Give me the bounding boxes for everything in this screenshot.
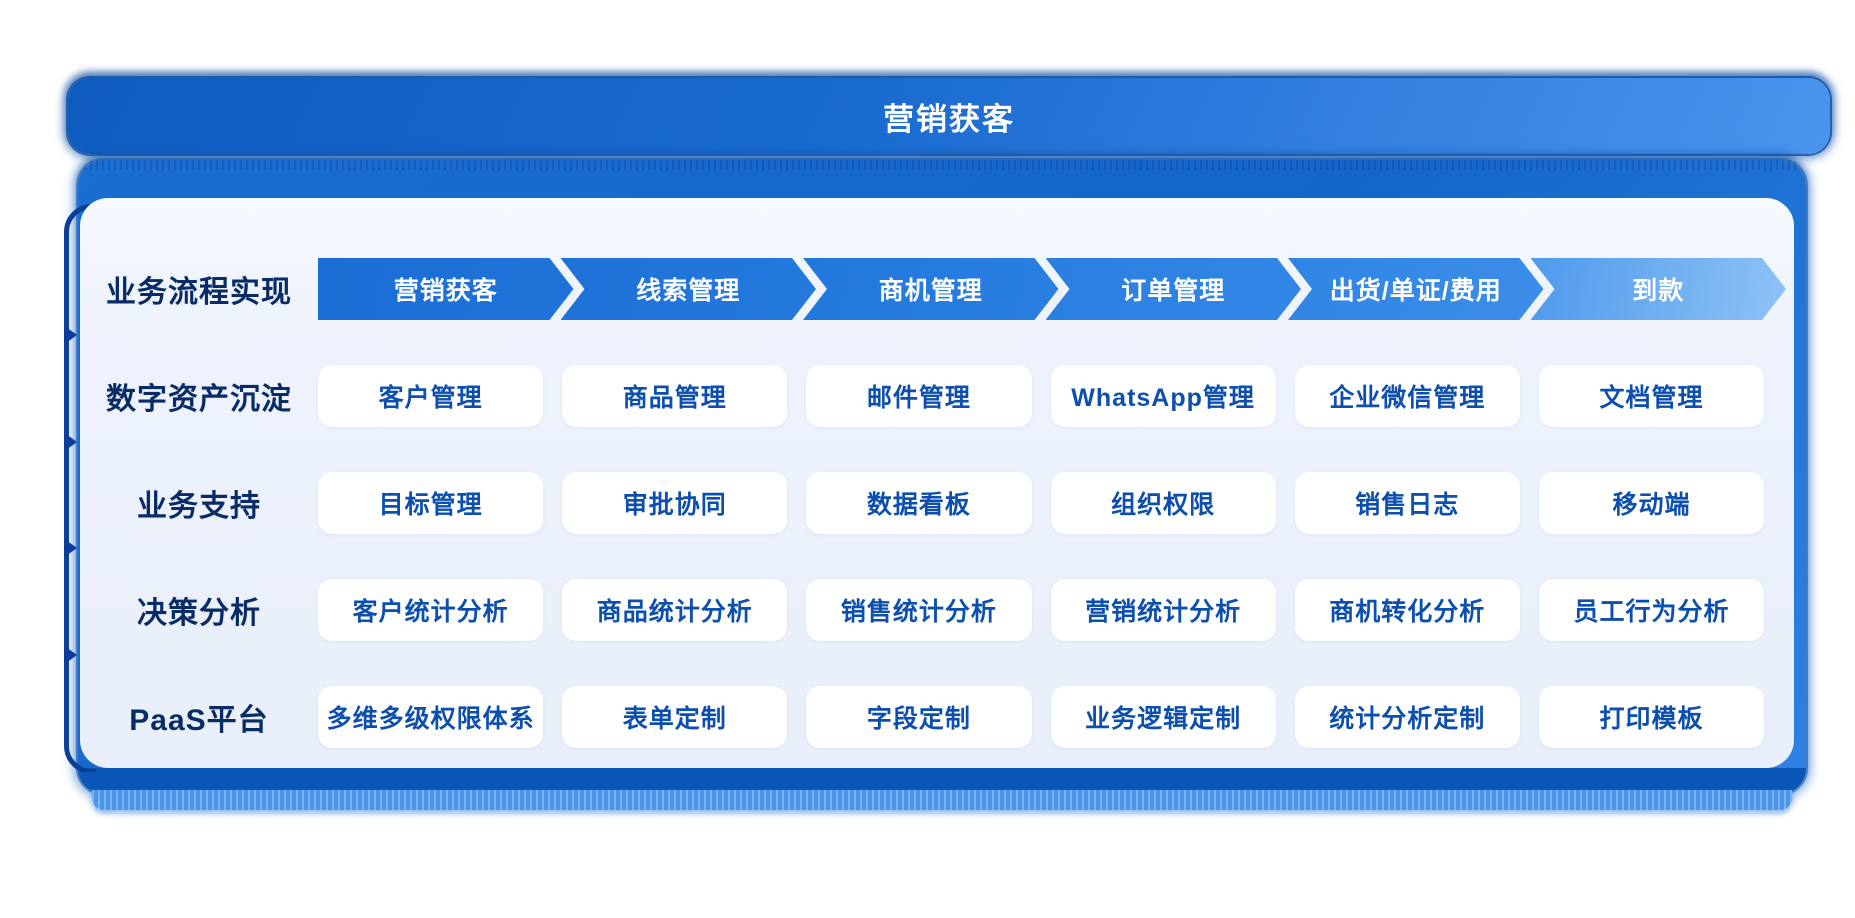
chevron-step-payment: 到款 [1531, 258, 1787, 320]
frame-arrow-nub-icon [66, 647, 77, 663]
frame-arrow-nub-icon [66, 434, 77, 450]
chevron-track: 营销获客 线索管理 商机管理 订单管理 出货/单证/费用 到款 [318, 258, 1794, 320]
chevron-step-shipping: 出货/单证/费用 [1288, 258, 1544, 320]
feature-card: 文档管理 [1538, 365, 1765, 427]
feature-card: 业务逻辑定制 [1050, 686, 1276, 748]
card-track: 多维多级权限体系 表单定制 字段定制 业务逻辑定制 统计分析定制 打印模板 [318, 686, 1794, 748]
left-frame-decoration [60, 200, 96, 772]
feature-card: 销售统计分析 [806, 579, 1032, 641]
row-label-business-process: 业务流程实现 [106, 276, 292, 309]
feature-card: 客户管理 [318, 365, 544, 427]
card-track: 客户统计分析 商品统计分析 销售统计分析 营销统计分析 商机转化分析 员工行为分… [318, 579, 1794, 641]
row-paas-platform: PaaS平台 多维多级权限体系 表单定制 字段定制 业务逻辑定制 统计分析定制 … [80, 686, 1794, 748]
feature-matrix-panel: 业务流程实现 营销获客 线索管理 商机管理 订单管理 出货/单证/费用 到款 数… [80, 198, 1794, 768]
row-business-process: 业务流程实现 营销获客 线索管理 商机管理 订单管理 出货/单证/费用 到款 [80, 258, 1794, 320]
row-business-support: 业务支持 目标管理 审批协同 数据看板 组织权限 销售日志 移动端 [80, 472, 1794, 534]
feature-card: 表单定制 [562, 686, 788, 748]
feature-card: 打印模板 [1538, 686, 1765, 748]
row-digital-assets: 数字资产沉淀 客户管理 商品管理 邮件管理 WhatsApp管理 企业微信管理 … [80, 365, 1794, 427]
row-label-paas-platform: PaaS平台 [129, 704, 269, 737]
card-track: 目标管理 审批协同 数据看板 组织权限 销售日志 移动端 [318, 472, 1794, 534]
left-frame-line [64, 204, 96, 772]
row-label-digital-assets: 数字资产沉淀 [106, 383, 292, 416]
feature-card: 目标管理 [318, 472, 544, 534]
feature-card: 员工行为分析 [1538, 579, 1765, 641]
feature-card: 统计分析定制 [1294, 686, 1520, 748]
feature-card: 商机转化分析 [1294, 579, 1520, 641]
feature-card: 商品管理 [562, 365, 788, 427]
row-decision-analysis: 决策分析 客户统计分析 商品统计分析 销售统计分析 营销统计分析 商机转化分析 … [80, 579, 1794, 641]
feature-card: 审批协同 [562, 472, 788, 534]
card-track: 客户管理 商品管理 邮件管理 WhatsApp管理 企业微信管理 文档管理 [318, 365, 1794, 427]
header-banner: 营销获客 [68, 78, 1830, 154]
feature-card: 商品统计分析 [562, 579, 788, 641]
feature-card: 组织权限 [1050, 472, 1276, 534]
feature-card: 营销统计分析 [1050, 579, 1276, 641]
feature-card: 客户统计分析 [318, 579, 544, 641]
row-label-decision-analysis: 决策分析 [137, 597, 261, 630]
chevron-step-leads: 线索管理 [561, 258, 817, 320]
feature-card: 移动端 [1538, 472, 1765, 534]
header-title: 营销获客 [883, 101, 1015, 137]
feature-card: 企业微信管理 [1294, 365, 1520, 427]
feature-card: 邮件管理 [806, 365, 1032, 427]
feature-card: 多维多级权限体系 [318, 686, 544, 748]
band-bottom-strip [92, 790, 1792, 810]
frame-arrow-nub-icon [66, 327, 77, 343]
chevron-step-orders: 订单管理 [1046, 258, 1302, 320]
feature-card: 销售日志 [1294, 472, 1520, 534]
chevron-step-opportunity: 商机管理 [803, 258, 1059, 320]
feature-card: 数据看板 [806, 472, 1032, 534]
frame-arrow-nub-icon [66, 540, 77, 556]
feature-card: WhatsApp管理 [1050, 365, 1276, 427]
feature-card: 字段定制 [806, 686, 1032, 748]
chevron-step-marketing: 营销获客 [318, 258, 574, 320]
row-label-business-support: 业务支持 [137, 490, 261, 523]
